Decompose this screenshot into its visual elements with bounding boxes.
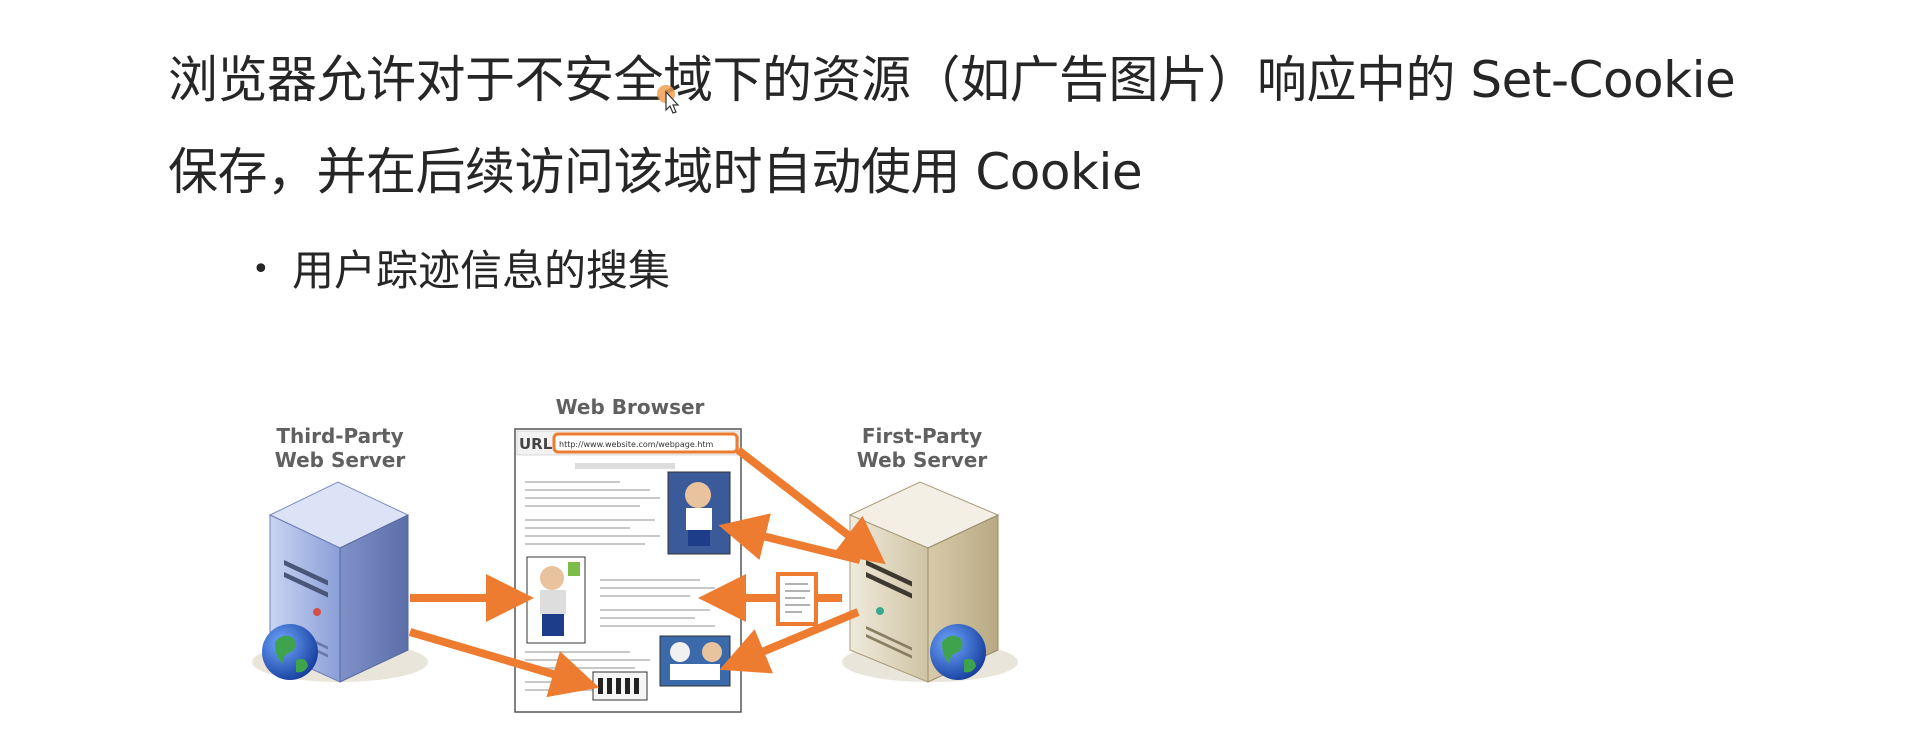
bullet-item: • 用户踪迹信息的搜集	[252, 244, 670, 297]
url-text: http://www.website.com/webpage.htm	[559, 440, 714, 449]
cookie-document-icon	[776, 572, 818, 626]
image-thumbnail-icon	[667, 471, 731, 555]
ad-banner-thumbnail-icon	[592, 671, 648, 701]
bullet-text: 用户踪迹信息的搜集	[292, 246, 671, 295]
address-bar	[552, 432, 739, 454]
image-thumbnail-icon-2	[659, 635, 731, 687]
slide-text-line-2: 保存，并在后续访问该域时自动使用 Cookie	[168, 143, 1143, 201]
mouse-cursor-icon	[657, 85, 680, 114]
third-party-cookie-diagram: Third-Party Web Server Web Browser First…	[252, 395, 1018, 713]
first-party-label-line1: First-Party	[862, 424, 982, 448]
browser-title: Web Browser	[556, 395, 705, 419]
third-party-label-line1: Third-Party	[276, 424, 403, 448]
first-party-server-icon	[842, 481, 1018, 683]
first-party-label-line2: Web Server	[857, 448, 988, 472]
url-label: URL	[519, 435, 553, 453]
third-party-label-line2: Web Server	[275, 448, 406, 472]
request-arrows	[408, 446, 886, 698]
bullet-marker: •	[252, 252, 270, 287]
slide-text-line-1: 浏览器允许对于不安全域下的资源（如广告图片）响应中的 Set-Cookie	[168, 51, 1736, 109]
ad-image-thumbnail-icon	[526, 556, 586, 644]
